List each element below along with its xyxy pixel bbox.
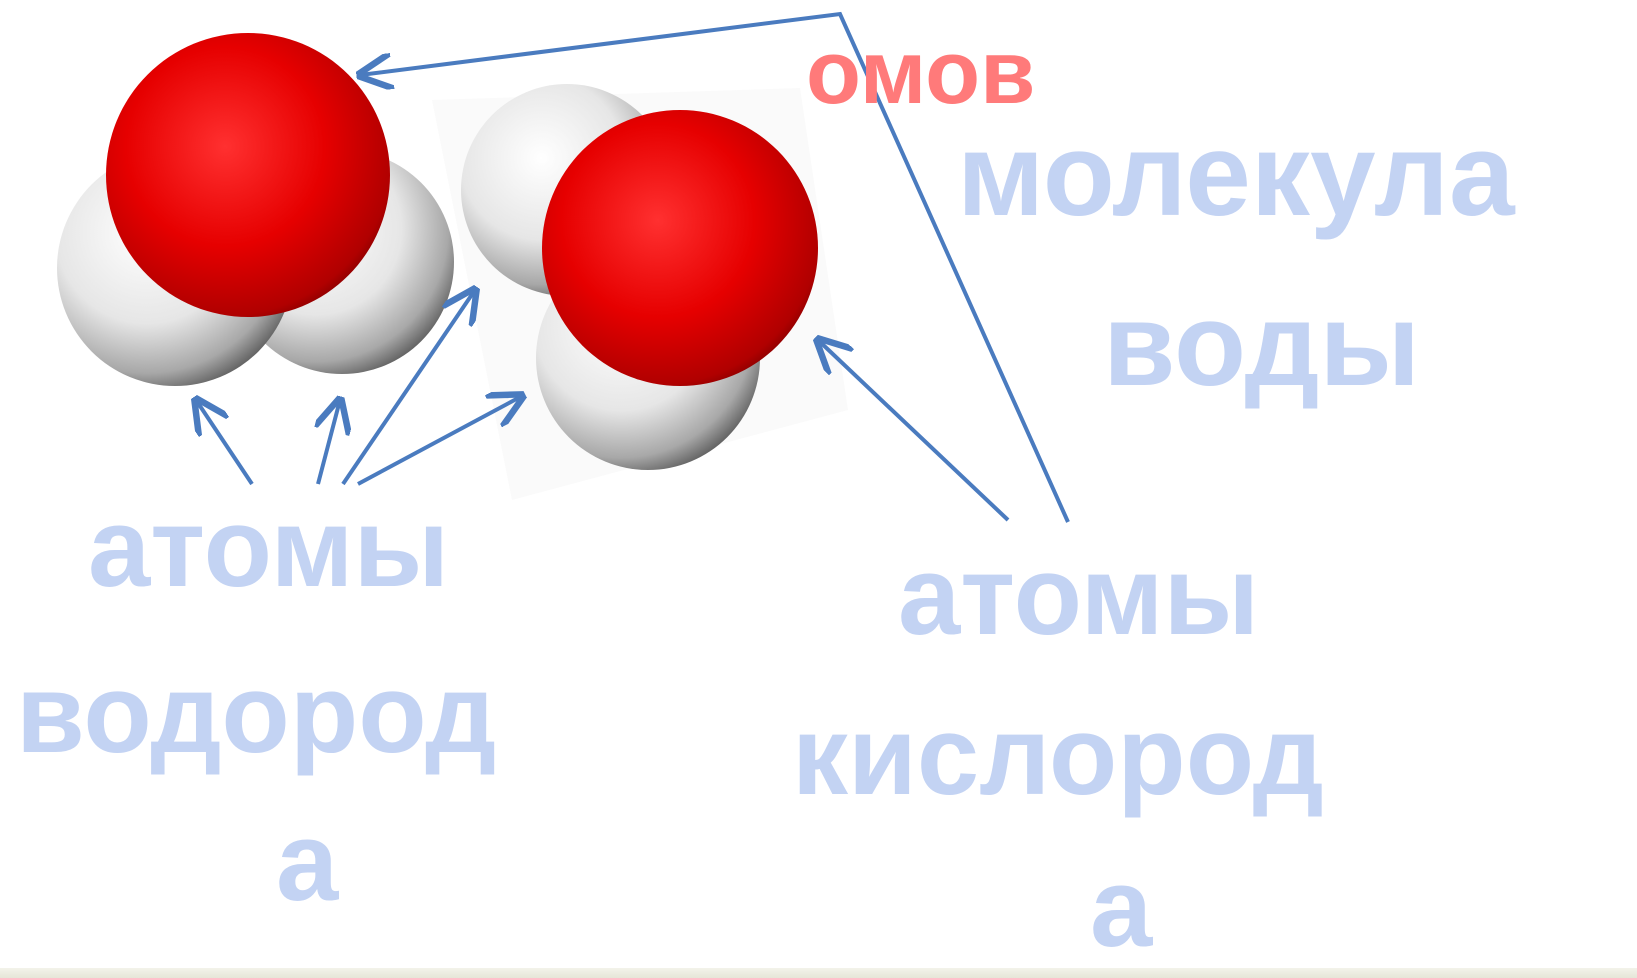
hydrogen-label-line1: атомы bbox=[88, 485, 450, 610]
partial-heading: омов bbox=[806, 23, 1036, 123]
hydrogen-arrow bbox=[341, 290, 475, 486]
oxygen-label-line2: кислород bbox=[792, 693, 1324, 818]
oxygen-atom bbox=[542, 110, 818, 386]
oxygen-arrow bbox=[818, 340, 1010, 522]
oxygen-label-line1: атомы bbox=[898, 533, 1260, 658]
oxygen-label-line3: а bbox=[1090, 845, 1153, 970]
hydrogen-arrow bbox=[318, 400, 340, 485]
oxygen-arrow bbox=[360, 11, 1070, 523]
hydrogen-arrow bbox=[196, 400, 254, 486]
water-molecule-right bbox=[461, 84, 818, 470]
oxygen-atom bbox=[106, 33, 390, 317]
molecule-label-line2: воды bbox=[1103, 279, 1421, 411]
pointer-arrows bbox=[196, 11, 1070, 523]
water-molecule-left bbox=[57, 33, 454, 386]
hydrogen-label-line2: водород bbox=[16, 651, 497, 776]
hydrogen-label-line3: а bbox=[276, 799, 339, 924]
molecule-label-line1: молекула bbox=[957, 109, 1515, 241]
hydrogen-arrow bbox=[357, 396, 522, 486]
bottom-strip bbox=[0, 968, 1637, 978]
